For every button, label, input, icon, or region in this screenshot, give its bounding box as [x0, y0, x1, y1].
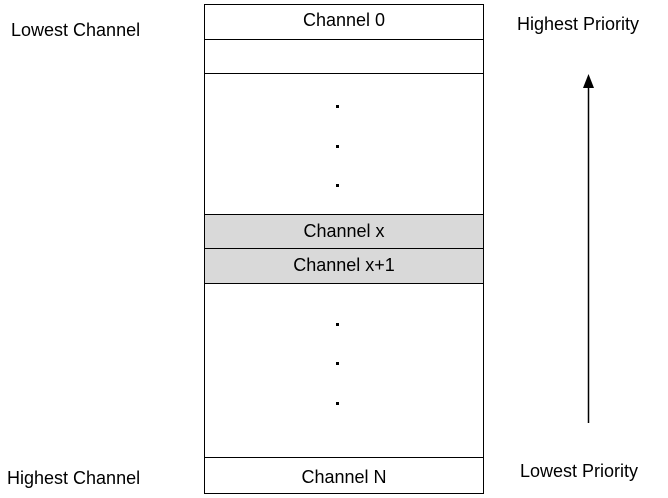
channel-stack: Channel 0 Channel x Channel x+1 Channel …	[204, 4, 484, 494]
empty-channel-row	[205, 40, 483, 74]
channel-x-plus-1-row: Channel x+1	[205, 249, 483, 284]
priority-arrow-up-icon	[583, 74, 594, 423]
ellipsis-dot-upper-3	[336, 184, 339, 187]
priority-arrow-head	[583, 74, 594, 88]
highest-channel-label: Highest Channel	[7, 468, 141, 488]
channel-x-row: Channel x	[205, 214, 483, 249]
ellipsis-dot-lower-2	[336, 362, 339, 365]
ellipsis-dot-upper-2	[336, 145, 339, 148]
channel-n-row: Channel N	[205, 457, 483, 493]
ellipsis-dot-lower-3	[336, 402, 339, 405]
lowest-channel-label: Lowest Channel	[11, 20, 141, 40]
ellipsis-dot-upper-1	[336, 105, 339, 108]
ellipsis-dot-lower-1	[336, 323, 339, 326]
highest-priority-label: Highest Priority	[517, 14, 640, 34]
channel-0-row: Channel 0	[205, 5, 483, 40]
lowest-priority-label: Lowest Priority	[520, 461, 639, 481]
